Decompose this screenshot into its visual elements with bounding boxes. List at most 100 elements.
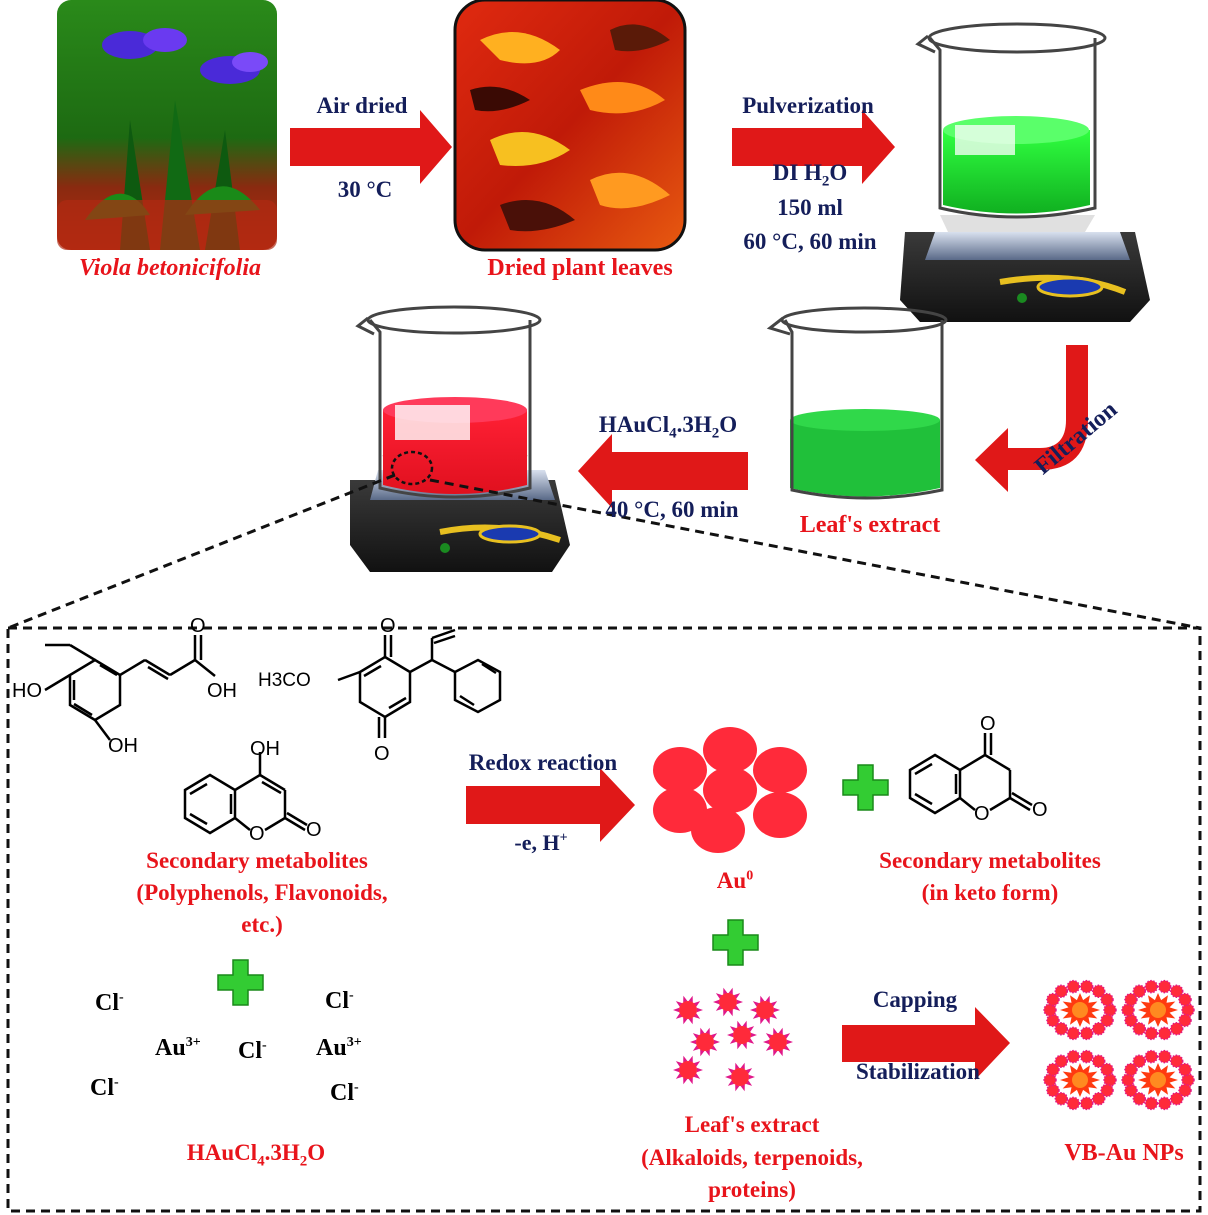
structure-quinone [337, 628, 502, 738]
sec-met-right-1: Secondary metabolites [879, 848, 1101, 873]
redox-label: Redox reaction [468, 750, 618, 775]
spike [675, 1073, 683, 1079]
spike [727, 1068, 735, 1074]
extract-label-1: Leaf's extract [684, 1112, 820, 1137]
capping-molecule [1121, 1073, 1135, 1087]
structure-keto-coumarin [908, 733, 1033, 815]
spike [783, 1033, 791, 1039]
beaker-red-hotplate [350, 305, 570, 572]
spike [727, 1032, 734, 1038]
arrow-filtration [975, 345, 1088, 492]
au3-2: Au [316, 1035, 347, 1061]
di-water-sub: 2 [821, 173, 830, 190]
capping-molecule [1066, 1026, 1081, 1041]
arrow-air-dried [290, 110, 452, 184]
structure-coumarin [183, 752, 308, 835]
capping-molecule [1046, 992, 1060, 1007]
text-oh-1: OH [207, 680, 237, 702]
capping-molecule [1066, 979, 1081, 994]
spike [770, 1013, 778, 1019]
spike [715, 1005, 723, 1011]
spike [675, 1013, 683, 1019]
capping-molecule [1091, 1022, 1106, 1036]
hb-sub1: 4 [257, 1153, 265, 1170]
spike [783, 1045, 791, 1051]
spike [760, 995, 765, 1003]
extract-particle [731, 1068, 749, 1086]
gold-core-center [1072, 1002, 1088, 1018]
text-o-k1: O [980, 713, 996, 735]
haucl4-a: HAuCl [598, 412, 670, 437]
capping-molecule [1132, 1022, 1147, 1036]
plant-label: Viola betonicifolia [78, 255, 262, 281]
spike [728, 1009, 733, 1017]
spike [735, 1062, 740, 1070]
spike [750, 1032, 757, 1038]
au3-1: Au [155, 1035, 186, 1061]
extract-particle [679, 1061, 697, 1079]
capping-molecule [1157, 1049, 1172, 1064]
di-water-a: DI H [772, 160, 822, 185]
hb-sub2: 2 [299, 1153, 308, 1170]
spike [765, 995, 770, 1003]
capping-molecule [1066, 1096, 1081, 1111]
haucl4-bottom-label: HAuCl4.3H2O [187, 1140, 325, 1171]
au3-ion-2: Au3+ [316, 1035, 362, 1062]
capping-molecule [1157, 979, 1172, 994]
text-ho-1: HO [12, 680, 42, 702]
sec-met-left-2: (Polyphenols, Flavonoids, [136, 880, 388, 905]
capping-molecule [1079, 1096, 1094, 1111]
plant-photo [57, 0, 277, 250]
air-dried-label: Air dried [316, 93, 408, 118]
cl-3: Cl [325, 988, 349, 1014]
zoom-line-left [7, 473, 396, 630]
extract-label-2: (Alkaloids, terpenoids, [641, 1145, 863, 1170]
text-o-q2: O [374, 743, 390, 765]
capping-molecule [1121, 1003, 1135, 1017]
capping-molecule [1054, 1092, 1069, 1106]
spike [740, 1084, 745, 1092]
gold-nanoparticle-cluster [653, 727, 807, 853]
spike [740, 1062, 745, 1070]
cl-4: Cl [90, 1075, 114, 1101]
sec-met-right-2: (in keto form) [921, 880, 1059, 905]
spike [763, 1039, 770, 1045]
capping-molecule [1144, 979, 1159, 994]
capping-molecule [1124, 992, 1138, 1007]
plus-icon-1 [842, 764, 889, 811]
spike [710, 1045, 718, 1051]
spike [688, 995, 693, 1003]
dried-leaves-label: Dried plant leaves [487, 255, 673, 281]
spike [778, 1049, 783, 1057]
spike [723, 1009, 728, 1017]
spike [745, 1068, 753, 1074]
spike [683, 1077, 688, 1085]
extract-particle [696, 1033, 714, 1051]
spike [750, 1007, 757, 1013]
text-h3co: H3CO [258, 670, 311, 691]
spike [742, 1042, 747, 1050]
volume-label: 150 ml [777, 195, 843, 220]
capping-molecule [1132, 1092, 1147, 1106]
capping-molecule [1178, 1013, 1192, 1028]
spike [705, 1027, 710, 1035]
hb-b: .3H [264, 1140, 300, 1165]
spike [773, 1027, 778, 1035]
zoom-line-right [429, 478, 1201, 630]
spike [747, 1026, 755, 1032]
haucl4-sub2: 2 [711, 425, 720, 442]
spike [770, 1001, 778, 1007]
electron-label: -e, H+ [514, 830, 567, 856]
capping-molecule [1132, 1054, 1147, 1068]
di-water-label: DI H2O [773, 160, 848, 191]
mechanism-box [6, 626, 1202, 1213]
capping-molecule [1046, 1062, 1060, 1077]
cl-5: Cl [330, 1080, 354, 1106]
sec-met-left-3: etc.) [241, 912, 283, 937]
spike [729, 1026, 737, 1032]
spike [729, 1038, 737, 1044]
conditions-60-label: 60 °C, 60 min [743, 229, 877, 254]
extract-particle [756, 1001, 774, 1019]
au3-2-sup: 3+ [346, 1035, 362, 1050]
au0-a: Au [716, 868, 747, 893]
